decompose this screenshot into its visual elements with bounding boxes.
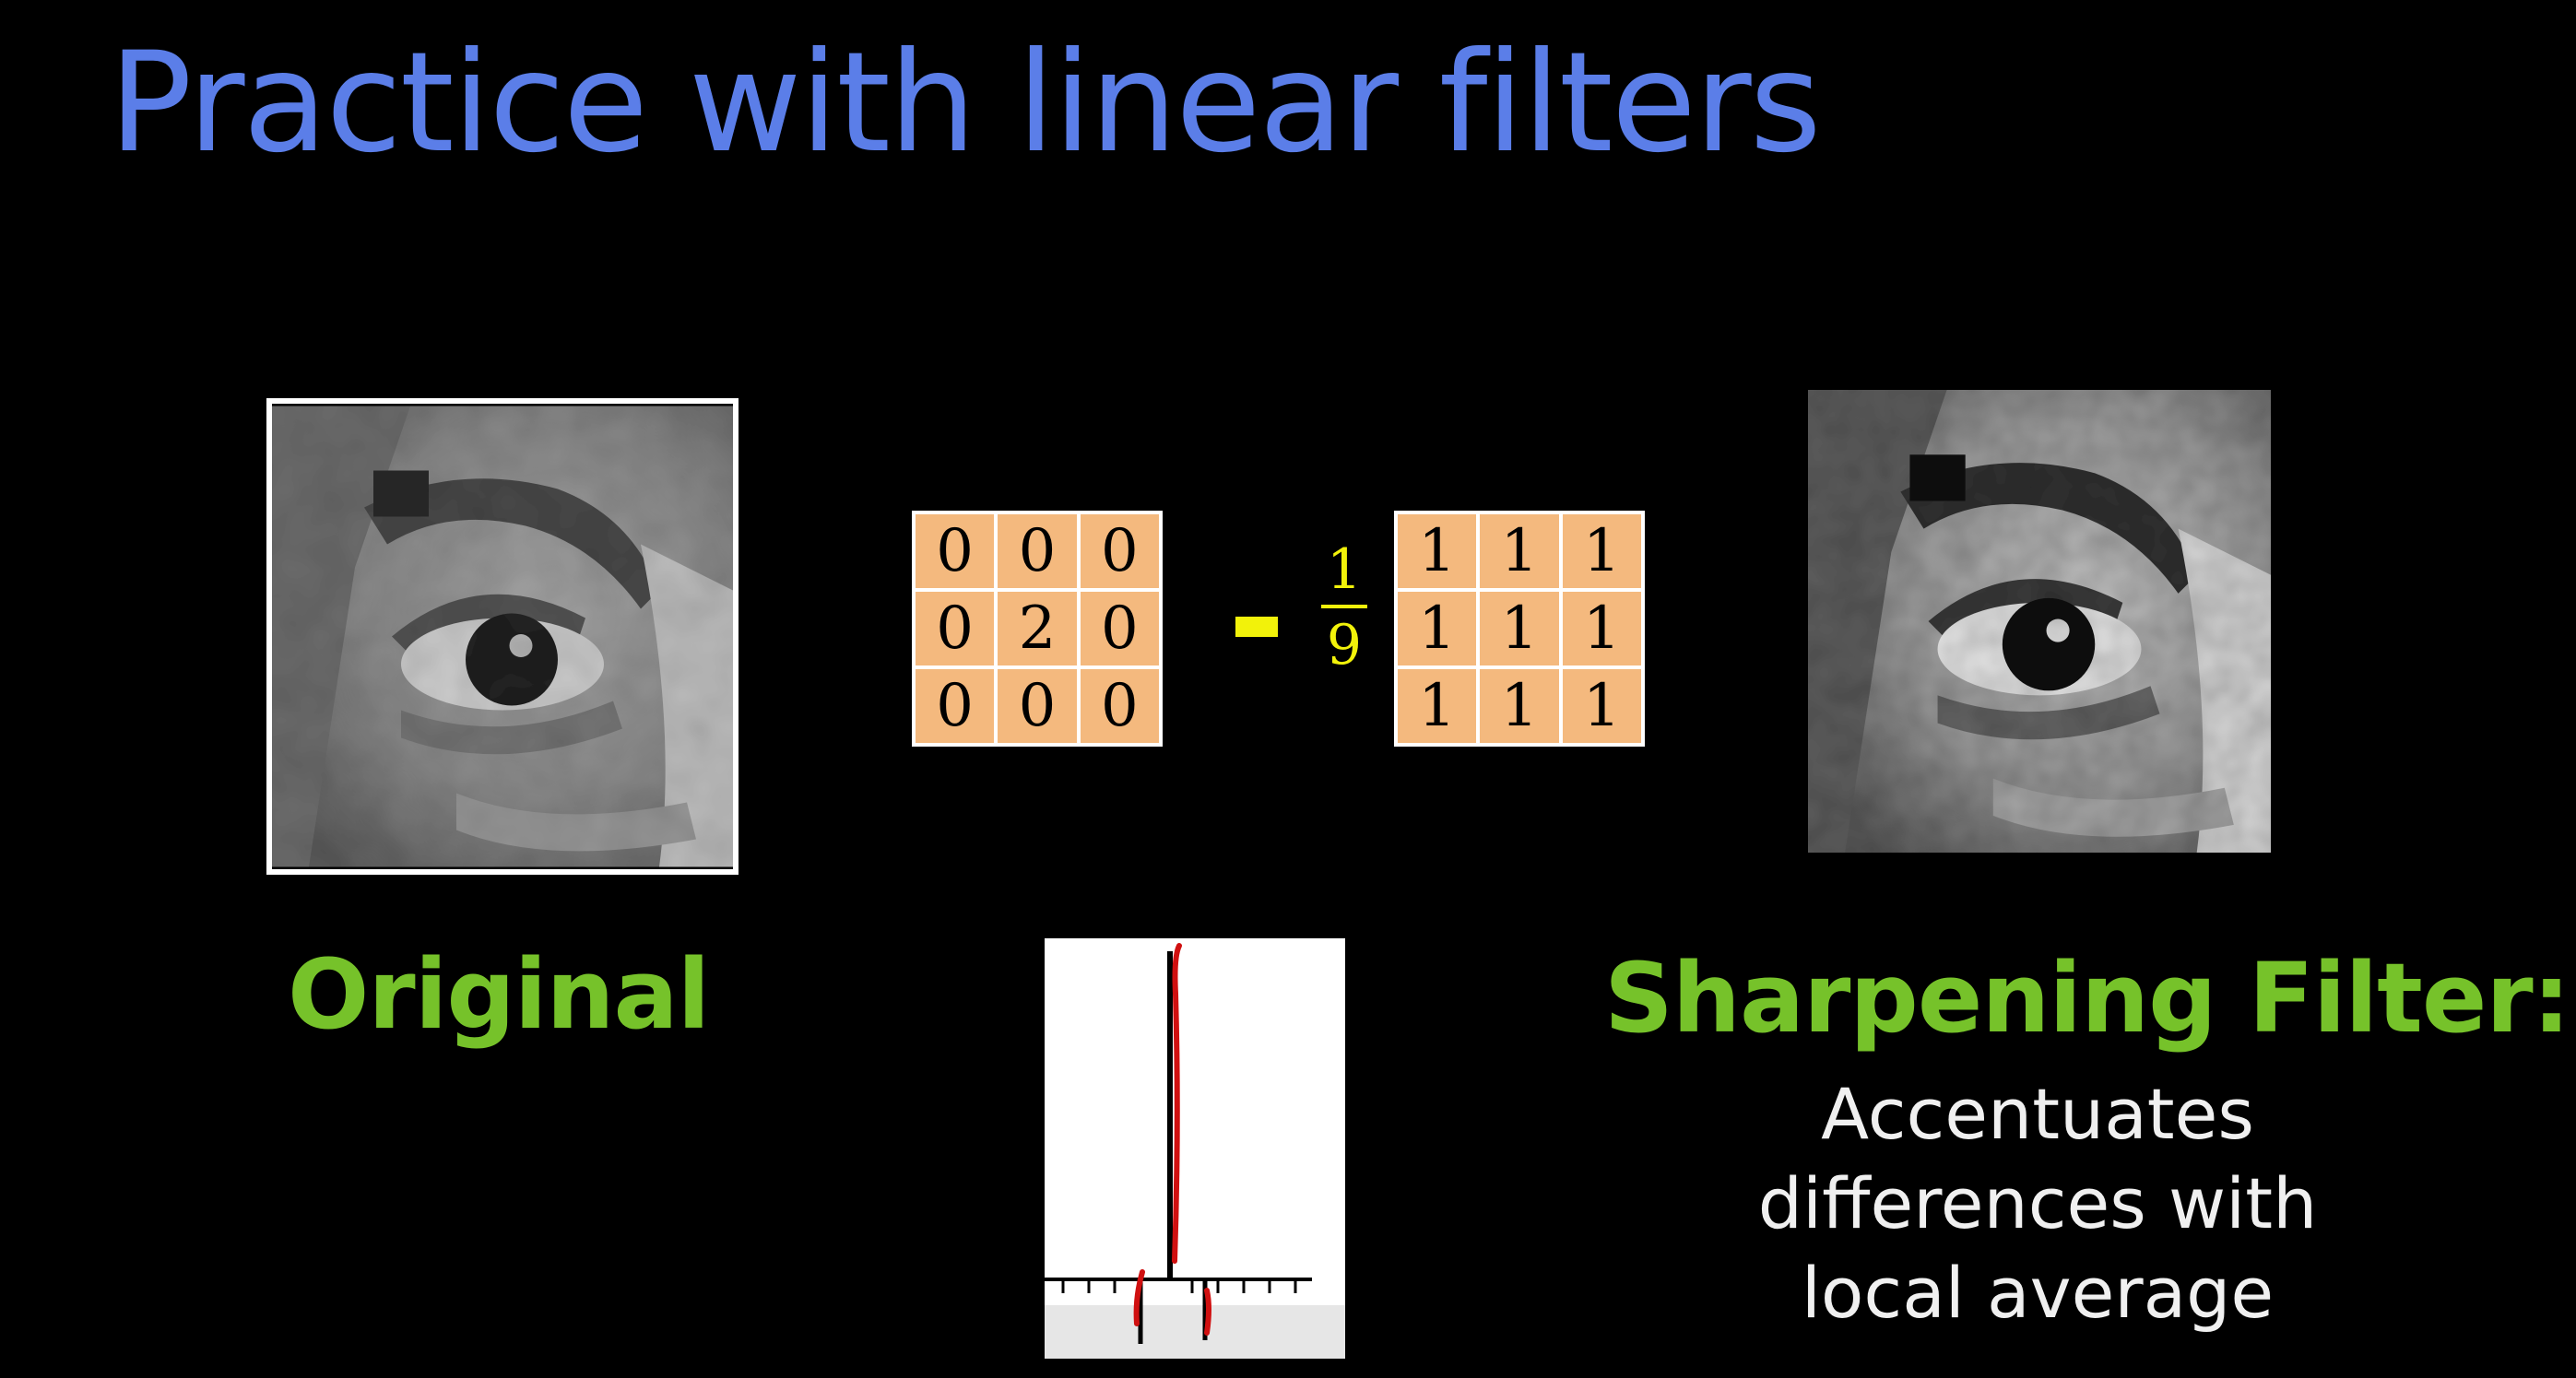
kernel-cell: 1 [1562,669,1641,743]
slide-title: Practice with linear filters [109,23,1822,183]
kernel-cell: 0 [998,514,1077,588]
sharpened-image [1807,390,2272,853]
description-line: local average [1801,1252,2275,1334]
kernel-cell: 1 [1480,514,1559,588]
kernel-cell: 0 [998,669,1077,743]
kernel-cell: 0 [916,514,995,588]
fraction-one-ninth: 1 9 [1321,542,1367,673]
sketch-background [1045,938,1345,1359]
kernel-cell: 2 [998,592,1077,665]
kernel-cell: 0 [1080,514,1159,588]
sharpening-filter-label: Sharpening Filter: [1604,942,2570,1054]
minus-operator [1235,617,1278,637]
kernel-cell: 0 [1080,592,1159,665]
sketch-impulse-red [1172,943,1182,1264]
sketch-lower-band [1045,1305,1345,1359]
kernel-cell: 1 [1562,592,1641,665]
kernel-cell: 1 [1562,514,1641,588]
kernel-cell: 1 [1480,592,1559,665]
sharpening-description: Accentuates differences with local avera… [1623,1069,2452,1337]
fraction-numerator: 1 [1326,537,1363,602]
sketch-negative-right-red [1204,1288,1211,1336]
kernel-cell: 1 [1398,514,1477,588]
impulse-response-sketch [1045,938,1345,1359]
kernel-cell: 0 [1080,669,1159,743]
kernel-cell: 0 [916,669,995,743]
kernel-cell: 0 [916,592,995,665]
description-line: differences with [1757,1162,2318,1244]
kernel-cell: 1 [1398,592,1477,665]
original-image [266,398,739,875]
identity-kernel-2x: 0 0 0 0 2 0 0 0 0 [912,511,1163,747]
kernel-cell: 1 [1480,669,1559,743]
fraction-bar [1321,605,1367,608]
description-line: Accentuates [1821,1073,2254,1155]
box-filter-kernel: 1 1 1 1 1 1 1 1 1 [1394,511,1645,747]
sketch-negative-left-red [1133,1269,1145,1326]
fraction-denominator: 9 [1326,613,1363,677]
original-label: Original [288,938,710,1051]
kernel-cell: 1 [1398,669,1477,743]
